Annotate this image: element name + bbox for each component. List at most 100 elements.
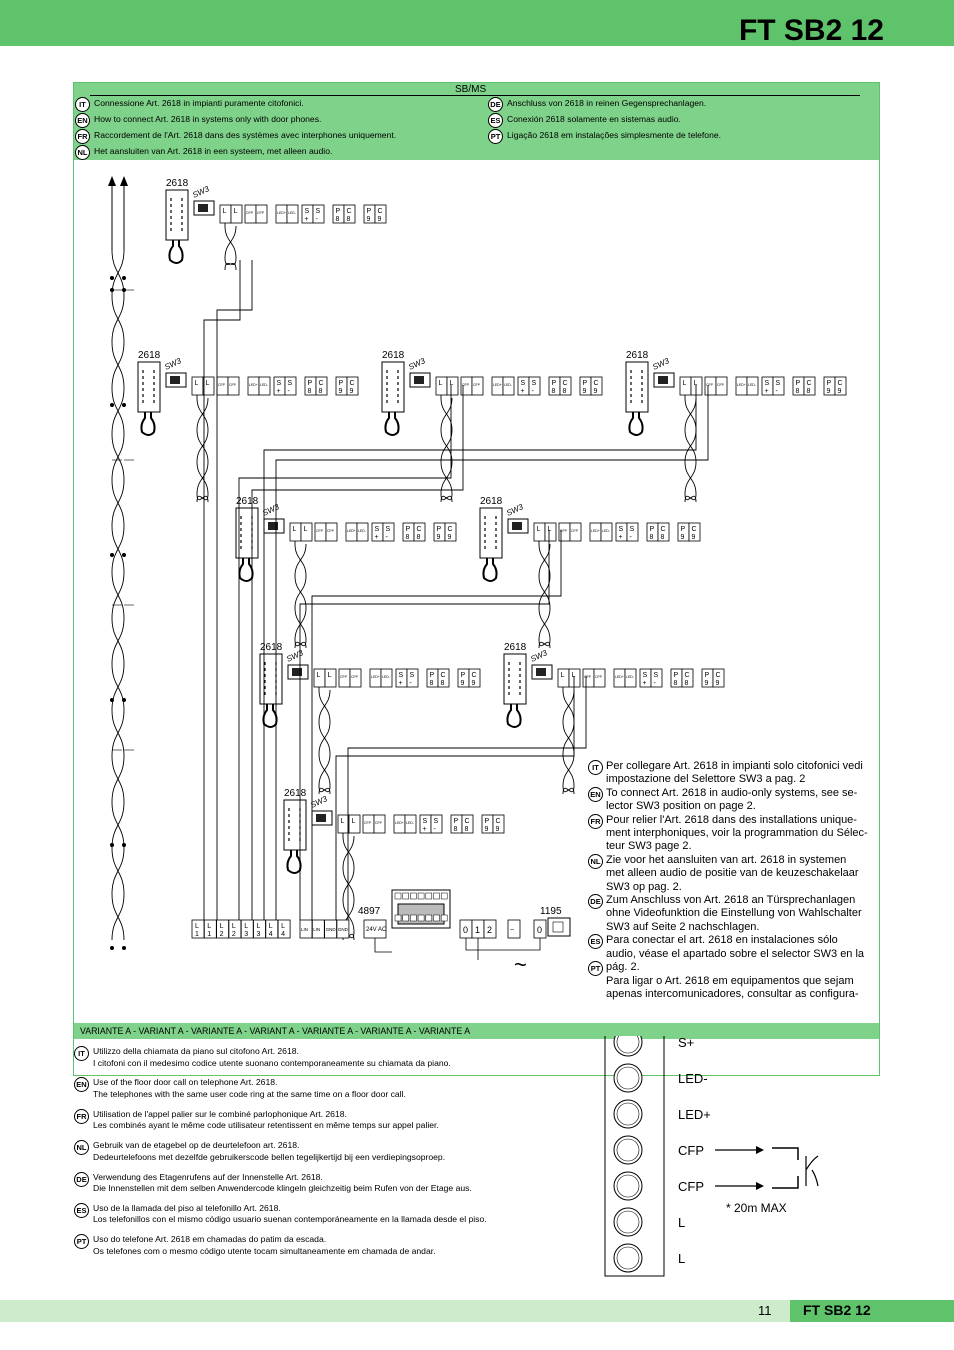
terminal-label: C xyxy=(685,672,690,679)
variant-text: Utilizzo della chiamata da piano sul cit… xyxy=(93,1046,451,1068)
terminal-label: L xyxy=(195,380,199,387)
terminal-label: P xyxy=(681,526,686,533)
terminal-label: 8 xyxy=(465,826,469,833)
terminal-label: 2 xyxy=(487,925,492,935)
terminal-label: 2 xyxy=(220,931,224,938)
language-badge: EN xyxy=(75,113,90,128)
terminal-label: CFP xyxy=(316,529,324,533)
footer-bar-accent xyxy=(790,1300,954,1322)
terminal-label: L xyxy=(439,380,443,387)
terminal-label: L xyxy=(548,526,552,533)
terminal-label: LED+ xyxy=(737,383,746,387)
language-badge: PT xyxy=(588,961,603,977)
language-badge: NL xyxy=(75,145,90,160)
variant-text: Uso de la llamada del piso al telefonill… xyxy=(93,1202,487,1225)
terminal-detail-label: L xyxy=(678,1251,685,1266)
language-text: Het aansluiten van Art. 2618 in een syst… xyxy=(94,146,333,156)
terminal-label: + xyxy=(619,534,623,541)
page-number: 11 xyxy=(758,1303,772,1318)
language-badge: FR xyxy=(588,813,603,829)
terminal-label: P xyxy=(674,672,679,679)
terminal-label: 8 xyxy=(661,534,665,541)
ac-symbol: ~ xyxy=(514,952,527,977)
terminal-label: C xyxy=(441,672,446,679)
footer-title: FT SB2 12 xyxy=(803,1302,871,1318)
terminal-label: P xyxy=(339,380,344,387)
terminal-label: LED- xyxy=(260,383,269,387)
terminal-label: 8 xyxy=(807,388,811,395)
terminal-label: CFP xyxy=(584,675,592,679)
language-badge: EN xyxy=(74,1077,89,1093)
terminal-label: CFP xyxy=(560,529,568,533)
language-text: Raccordement de l'Art. 2618 dans des sys… xyxy=(94,130,397,140)
terminal-label: 8 xyxy=(650,534,654,541)
terminal-label: LED+ xyxy=(591,529,600,533)
terminal-label: L xyxy=(293,526,297,533)
terminal-label: L xyxy=(683,380,687,387)
header-bar xyxy=(0,0,954,46)
terminal-label: GND xyxy=(338,927,349,932)
terminal-detail-label: L xyxy=(678,1215,685,1230)
terminal-label: S xyxy=(277,380,282,387)
switch-label: SW3 xyxy=(191,184,211,200)
terminal-label: C xyxy=(692,526,697,533)
terminal-label: 8 xyxy=(796,388,800,395)
terminal-label: L xyxy=(561,672,565,679)
terminal-label: 9 xyxy=(485,826,489,833)
language-badge: PT xyxy=(488,129,503,144)
terminal-label: 9 xyxy=(367,216,371,223)
screw-terminal-inner xyxy=(616,1102,640,1126)
terminal-label: CFP xyxy=(246,211,254,215)
terminal-label: LED- xyxy=(602,529,611,533)
terminal-detail-label: CFP xyxy=(678,1143,704,1158)
terminal-label: 9 xyxy=(437,534,441,541)
terminal-label: C xyxy=(417,526,422,533)
terminal-label: P xyxy=(430,672,435,679)
terminal-label: - xyxy=(532,388,535,395)
terminal-label: L xyxy=(244,923,248,930)
terminal-label: CFP xyxy=(706,383,714,387)
terminal-label: L xyxy=(352,818,356,825)
station-model-label: 2618 xyxy=(166,178,189,189)
terminal-label: CFP xyxy=(571,529,579,533)
terminal-label: 9 xyxy=(594,388,598,395)
terminal-label: C xyxy=(465,818,470,825)
terminal-label: C xyxy=(347,208,352,215)
terminal-label: 3 xyxy=(244,931,248,938)
arrow-head xyxy=(756,1182,764,1190)
station-model-label: 2618 xyxy=(284,788,307,799)
terminal-label: 8 xyxy=(319,388,323,395)
terminal-label: C xyxy=(378,208,383,215)
screw-terminal xyxy=(613,1207,643,1237)
terminal-label: LED- xyxy=(748,383,757,387)
terminal-label: S xyxy=(619,526,624,533)
terminal-label: 9 xyxy=(378,216,382,223)
document-title: FT SB2 12 xyxy=(738,14,884,47)
terminal-label: L xyxy=(537,526,541,533)
terminal-label: P xyxy=(796,380,801,387)
terminal-label: S xyxy=(521,380,526,387)
language-text: Connessione Art. 2618 in impianti purame… xyxy=(94,98,304,108)
content-frame xyxy=(73,82,880,1076)
terminal-label: - xyxy=(434,826,437,833)
terminal-label: 9 xyxy=(838,388,842,395)
language-badge: IT xyxy=(74,1046,89,1061)
switch-label: SW3 xyxy=(529,648,549,664)
terminal-detail-label: S+ xyxy=(678,1036,694,1050)
terminal-label: + xyxy=(277,388,281,395)
terminal-label: - xyxy=(316,216,319,223)
